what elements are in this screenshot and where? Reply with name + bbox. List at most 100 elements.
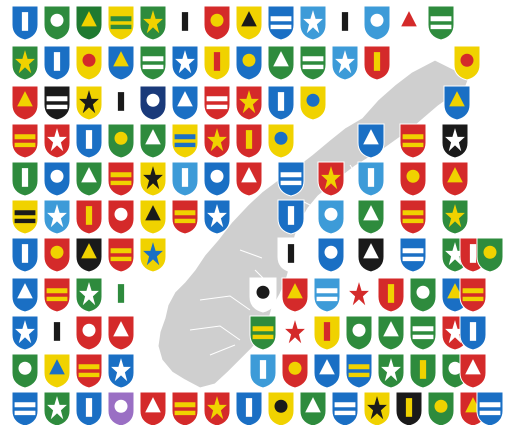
shield-background bbox=[171, 391, 199, 425]
shield-background bbox=[171, 123, 199, 159]
shield-emblem-icon bbox=[367, 168, 375, 187]
shield-emblem-icon bbox=[17, 283, 33, 299]
coat-of-arms-shield bbox=[277, 161, 305, 197]
coat-of-arms-shield bbox=[43, 5, 71, 41]
shield-background bbox=[399, 237, 427, 273]
shield-emblem-icon bbox=[245, 130, 253, 149]
shield-emblem-icon bbox=[241, 167, 257, 183]
shield-emblem-icon bbox=[259, 360, 267, 379]
shield-emblem-icon bbox=[207, 128, 227, 152]
coat-of-arms-shield bbox=[441, 123, 469, 159]
shield-emblem-icon bbox=[81, 243, 97, 259]
coat-of-arms-shield bbox=[277, 199, 305, 235]
shield-emblem-icon bbox=[15, 320, 35, 344]
shield-emblem-icon bbox=[110, 248, 132, 262]
coat-of-arms-shield bbox=[171, 199, 199, 235]
coat-of-arms-shield bbox=[267, 85, 295, 121]
coat-of-arms-shield bbox=[75, 237, 103, 273]
coat-of-arms-shield bbox=[267, 391, 295, 425]
shield-emblem-icon bbox=[206, 96, 228, 110]
shield-emblem-icon bbox=[287, 206, 295, 225]
coat-of-arms-shield bbox=[11, 199, 39, 235]
coat-of-arms-shield bbox=[299, 5, 327, 41]
coat-of-arms-shield bbox=[43, 353, 71, 389]
shield-emblem-icon bbox=[15, 50, 35, 74]
shield-background bbox=[277, 161, 305, 197]
shield-emblem-icon bbox=[113, 321, 129, 337]
shield-emblem-icon bbox=[469, 322, 477, 341]
coat-of-arms-shield bbox=[299, 391, 327, 425]
coat-of-arms-shield bbox=[249, 353, 277, 389]
coat-of-arms-shield bbox=[377, 277, 405, 313]
shield-emblem-icon bbox=[53, 52, 61, 71]
coat-of-arms-shield bbox=[171, 391, 199, 425]
shield-emblem-icon bbox=[381, 358, 401, 382]
coat-of-arms-shield bbox=[443, 85, 471, 121]
shield-background bbox=[11, 391, 39, 425]
coat-of-arms-shield bbox=[43, 237, 71, 273]
coat-of-arms-shield bbox=[409, 277, 437, 313]
coat-of-arms-shield bbox=[203, 123, 231, 159]
coat-of-arms-shield bbox=[11, 353, 39, 389]
shield-emblem-icon bbox=[241, 11, 257, 27]
shield-emblem-icon bbox=[287, 244, 295, 263]
coat-of-arms-shield bbox=[377, 315, 405, 351]
shield-emblem-icon bbox=[416, 285, 430, 299]
coat-of-arms-shield bbox=[363, 391, 391, 425]
coat-of-arms-shield bbox=[43, 315, 71, 351]
shield-emblem-icon bbox=[49, 359, 65, 375]
coat-of-arms-shield bbox=[171, 5, 199, 41]
shield-emblem-icon bbox=[445, 242, 465, 266]
shield-emblem-icon bbox=[352, 323, 366, 337]
coat-of-arms-shield bbox=[476, 391, 504, 425]
shield-emblem-icon bbox=[387, 284, 395, 303]
coat-of-arms-shield bbox=[441, 161, 469, 197]
shield-emblem-icon bbox=[143, 10, 163, 34]
shield-background bbox=[331, 391, 359, 425]
coat-of-arms-shield bbox=[395, 391, 423, 425]
coat-of-arms-shield bbox=[75, 277, 103, 313]
shield-emblem-icon bbox=[85, 398, 93, 417]
coat-of-arms-shield bbox=[235, 123, 263, 159]
shield-emblem-icon bbox=[117, 92, 125, 111]
shield-emblem-icon bbox=[406, 169, 420, 183]
coat-of-arms-shield bbox=[75, 199, 103, 235]
shield-emblem-icon bbox=[370, 13, 384, 27]
shield-emblem-icon bbox=[316, 288, 338, 302]
shield-emblem-icon bbox=[479, 402, 501, 416]
coat-of-arms-shield bbox=[299, 45, 327, 81]
coat-of-arms-shield bbox=[75, 5, 103, 41]
shield-emblem-icon bbox=[402, 248, 424, 262]
coat-of-arms-shield bbox=[171, 85, 199, 121]
shield-emblem-icon bbox=[78, 364, 100, 378]
shield-emblem-icon bbox=[207, 396, 227, 420]
shield-emblem-icon bbox=[210, 169, 224, 183]
coat-of-arms-shield bbox=[43, 123, 71, 159]
coat-of-arms-shield bbox=[267, 45, 295, 81]
shield-emblem-icon bbox=[242, 53, 256, 67]
shield-emblem-icon bbox=[434, 399, 448, 413]
shield-emblem-icon bbox=[383, 321, 399, 337]
coat-of-arms-shield bbox=[409, 353, 437, 389]
coat-of-arms-shield bbox=[11, 45, 39, 81]
shield-emblem-icon bbox=[145, 397, 161, 413]
coat-of-arms-shield bbox=[203, 161, 231, 197]
coat-of-arms-shield bbox=[171, 123, 199, 159]
coat-of-arms-shield bbox=[11, 161, 39, 197]
coat-of-arms-shield bbox=[249, 277, 277, 313]
shield-background bbox=[75, 353, 103, 389]
coat-of-arms-shield bbox=[363, 5, 391, 41]
shield-background bbox=[203, 85, 231, 121]
shield-emblem-icon bbox=[175, 50, 195, 74]
shield-emblem-icon bbox=[21, 244, 29, 263]
shield-emblem-icon bbox=[174, 134, 196, 148]
shield-emblem-icon bbox=[50, 169, 64, 183]
coat-of-arms-shield bbox=[139, 161, 167, 197]
shield-emblem-icon bbox=[174, 210, 196, 224]
shield-emblem-icon bbox=[117, 284, 125, 303]
shield-emblem-icon bbox=[146, 93, 160, 107]
shield-emblem-icon bbox=[402, 210, 424, 224]
shield-background bbox=[43, 277, 71, 313]
shield-emblem-icon bbox=[256, 285, 270, 299]
coat-of-arms-shield bbox=[357, 237, 385, 273]
